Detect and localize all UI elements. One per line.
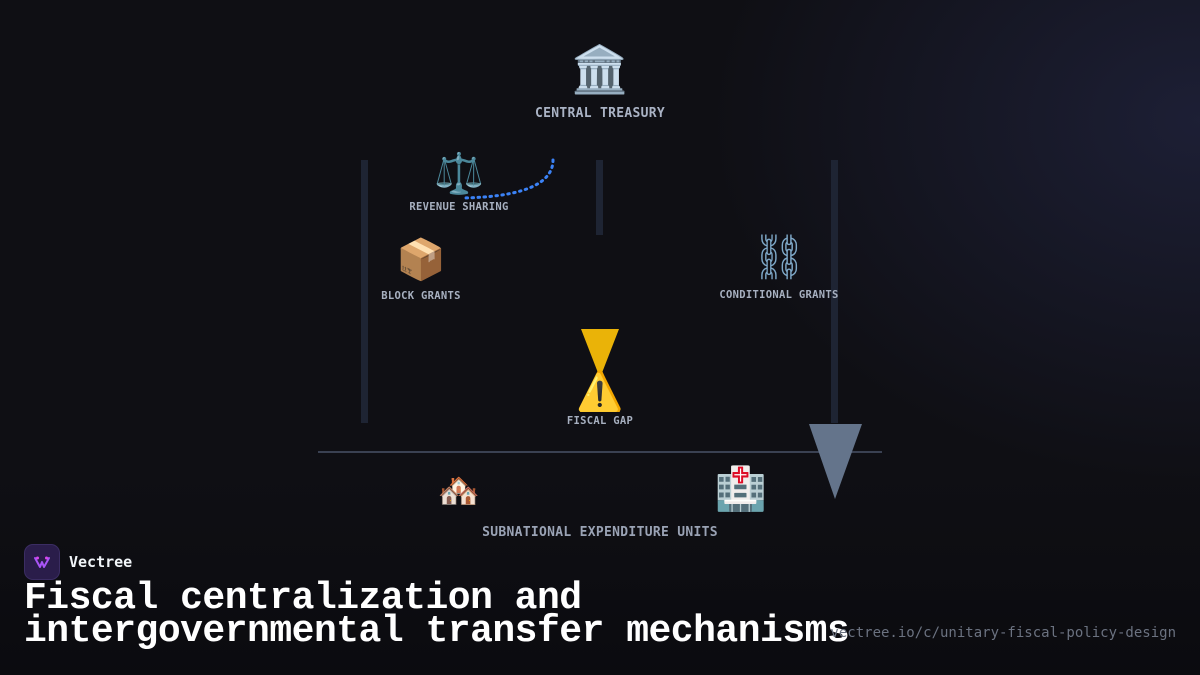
right-pillar xyxy=(831,160,838,423)
source-url-link[interactable]: vectree.io/c/unitary-fiscal-policy-desig… xyxy=(830,625,1176,641)
block-grants-node: 📦 BLOCK GRANTS xyxy=(381,240,460,302)
center-pillar xyxy=(596,160,603,235)
central-treasury-label: CENTRAL TREASURY xyxy=(534,106,666,121)
vectree-logo-icon xyxy=(24,544,60,580)
brand[interactable]: Vectree xyxy=(24,544,132,580)
revenue-sharing-label: REVENUE SHARING xyxy=(409,201,509,213)
conditional-grants-node: ⛓ CONDITIONAL GRANTS xyxy=(719,232,839,302)
page-title: Fiscal centralization and intergovernmen… xyxy=(24,577,850,653)
warning-icon: ⚠️ xyxy=(576,369,624,413)
title-line-1: Fiscal centralization and xyxy=(24,577,582,620)
fiscal-gap-node: ⚠️ FISCAL GAP xyxy=(567,372,633,427)
funnel-arrow xyxy=(809,424,862,499)
central-treasury-node: 🏛️ CENTRAL TREASURY xyxy=(535,46,665,121)
balance-scale-icon: ⚖️ xyxy=(434,151,484,197)
subnational-units-label: SUBNATIONAL EXPENDITURE UNITS xyxy=(482,525,718,540)
hourglass-top xyxy=(581,329,619,378)
logo-mark xyxy=(34,556,50,568)
hourglass-bottom xyxy=(580,366,620,412)
houses-icon: 🏘️ xyxy=(437,471,481,511)
fiscal-gap-label: FISCAL GAP xyxy=(566,415,634,427)
package-box-icon: 📦 xyxy=(396,237,446,283)
revenue-flow-dotted-line xyxy=(460,158,555,200)
revenue-sharing-node: ⚖️ REVENUE SHARING xyxy=(409,154,508,213)
chain-link-icon: ⛓ xyxy=(751,232,807,283)
housing-node: 🏘️ xyxy=(438,474,480,508)
hospital-node: 🏥 xyxy=(715,468,767,510)
block-grants-label: BLOCK GRANTS xyxy=(381,290,461,302)
hospital-icon: 🏥 xyxy=(714,464,768,513)
brand-name: Vectree xyxy=(69,553,133,571)
bank-building-icon: 🏛️ xyxy=(571,42,629,96)
conditional-grants-label: CONDITIONAL GRANTS xyxy=(719,289,839,301)
title-line-2: intergovernmental transfer mechanisms xyxy=(24,610,850,653)
left-pillar xyxy=(361,160,368,423)
subnational-units-node: SUBNATIONAL EXPENDITURE UNITS xyxy=(482,525,718,540)
